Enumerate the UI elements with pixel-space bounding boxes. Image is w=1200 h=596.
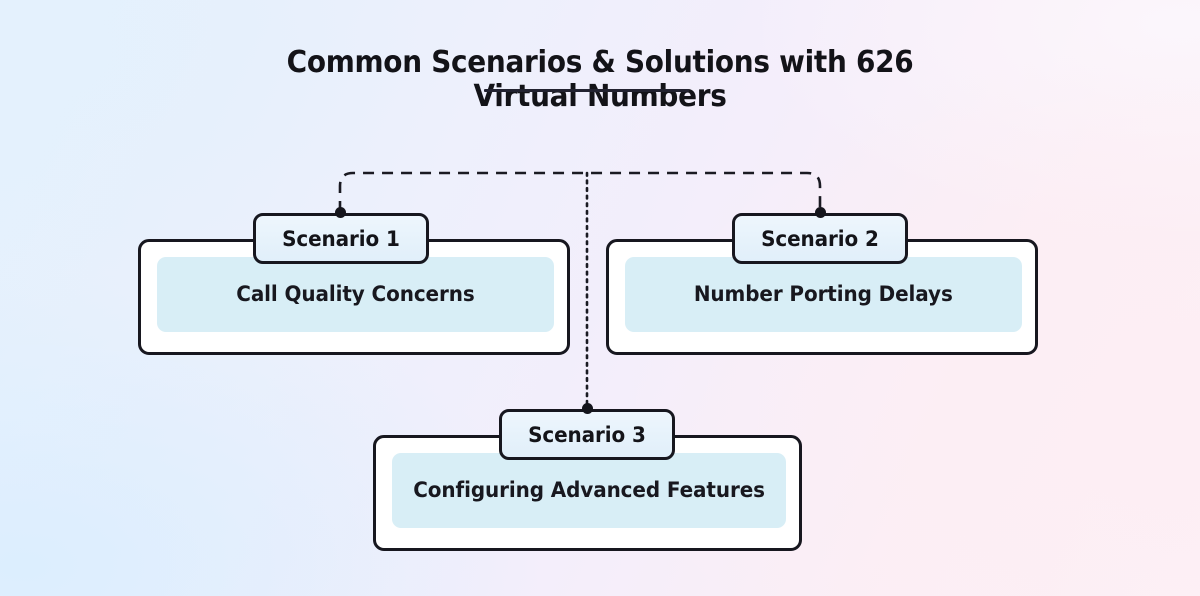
dashed-branch-connector [338,171,822,212]
scenario-3-tab[interactable]: Scenario 3 [499,409,675,460]
scenario-1-tab-label: Scenario 1 [282,226,400,251]
scenario-2-tab-label: Scenario 2 [761,226,879,251]
scenario-3-panel: Configuring Advanced Features [392,453,786,528]
scenario-3-tab-label: Scenario 3 [528,422,646,447]
scenario-1-body-text: Call Quality Concerns [236,282,475,306]
page-title: Common Scenarios & Solutions with 626 Vi… [0,46,1200,114]
scenario-3-card: Configuring Advanced Features [373,435,802,551]
scenario-1-connector-dot [335,207,346,218]
scenario-3-body-text: Configuring Advanced Features [413,478,765,502]
page-title-line-2: Virtual Numbers [473,79,727,114]
scenario-2-connector-dot [815,207,826,218]
scenario-2-tab[interactable]: Scenario 2 [732,213,908,264]
scenario-2-panel: Number Porting Delays [625,257,1022,332]
scenario-2-card: Number Porting Delays [606,239,1038,355]
page-title-line-1: Common Scenarios & Solutions with 626 [286,45,914,80]
title-underline-divider [484,89,689,92]
scenario-3-connector-dot [582,403,593,414]
scenario-1-tab[interactable]: Scenario 1 [253,213,429,264]
scenario-2-body-text: Number Porting Delays [694,282,953,306]
scenario-1-panel: Call Quality Concerns [157,257,554,332]
